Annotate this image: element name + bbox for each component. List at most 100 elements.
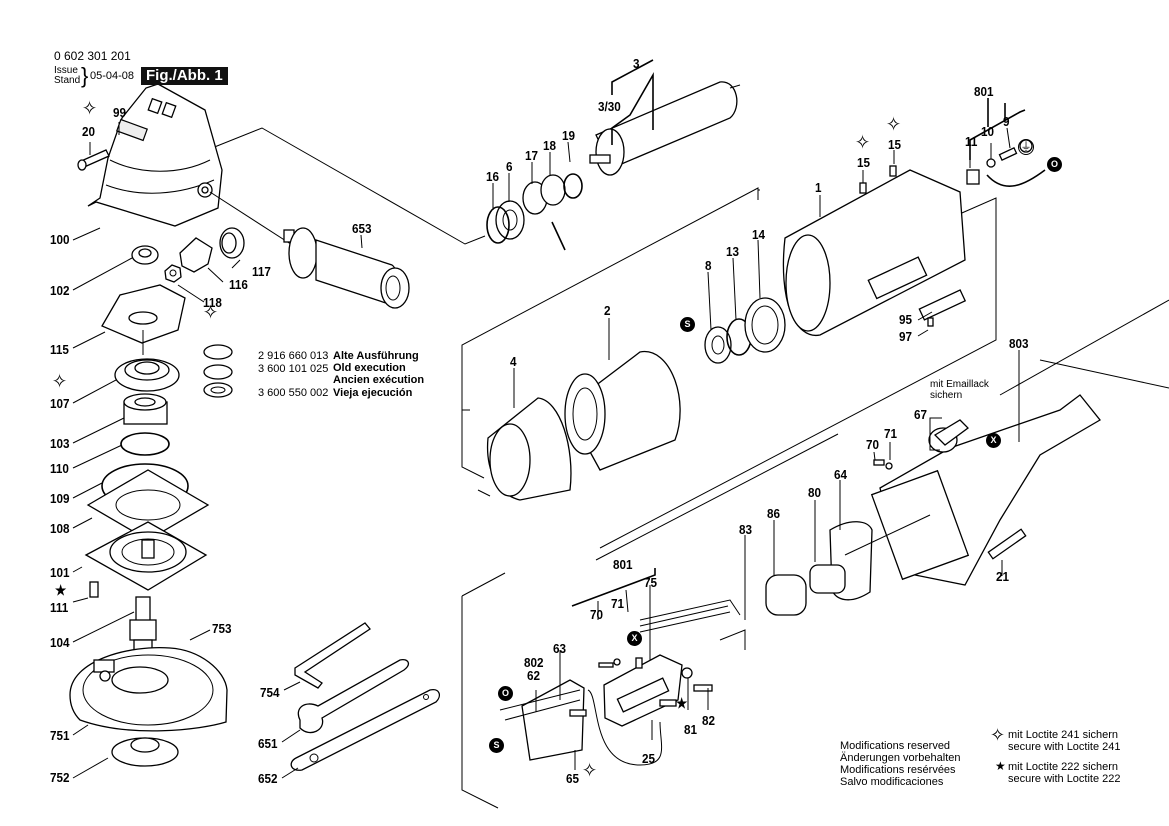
loctite-241-note: secure with Loctite 241: [1008, 741, 1121, 753]
old-execution-label: Old execution: [333, 362, 406, 374]
part-label-95: 95: [899, 312, 913, 327]
part-label-15a: 15: [857, 155, 871, 170]
part-label-116: 116: [229, 277, 248, 292]
modifications-note: Modifications resérvées: [840, 764, 956, 776]
part-label-751: 751: [50, 728, 70, 743]
part-label-70-lower: 70: [590, 607, 604, 622]
part-label-10: 10: [981, 124, 995, 139]
modifications-note: Änderungen vorbehalten: [840, 752, 961, 764]
marker-o-icon: O: [498, 686, 513, 701]
bearing-stack: [114, 358, 180, 456]
part-label-81: 81: [684, 722, 698, 737]
switch-assembly-part-75: [499, 599, 746, 766]
part-label-80: 80: [808, 485, 822, 500]
part-number: 0 602 301 201: [54, 49, 131, 63]
part-label-86: 86: [767, 506, 781, 521]
part-label-67: 67: [914, 407, 928, 422]
part-label-65: 65: [566, 771, 580, 786]
part-label-16: 16: [486, 169, 500, 184]
field-winding-parts: [486, 297, 786, 501]
part-label-802: 802: [524, 655, 544, 670]
enamel-note: sichern: [930, 390, 963, 401]
part-label-63: 63: [553, 641, 567, 656]
part-label-99: 99: [113, 105, 127, 120]
marker-x-icon: X: [986, 433, 1001, 448]
old-execution-label: Alte Ausführung: [333, 350, 419, 362]
ground-symbol-icon: ⏚: [1018, 139, 1034, 155]
part-label-17: 17: [525, 148, 539, 163]
part-label-1: 1: [815, 180, 822, 195]
part-label-4: 4: [510, 354, 517, 369]
loctite-241-note: mit Loctite 241 sichern: [1008, 729, 1119, 741]
old-part-number: 3 600 101 025: [258, 363, 329, 375]
four-point-star-icon: ✧: [82, 98, 98, 120]
old-execution-rings: [203, 344, 233, 398]
part-label-62: 62: [527, 668, 541, 683]
issue-label: Issue: [54, 65, 78, 76]
part-label-2: 2: [604, 303, 611, 318]
part-label-104: 104: [50, 635, 70, 650]
enamel-note: mit Emaillack: [930, 379, 989, 390]
marker-s-icon: S: [489, 738, 504, 753]
part-label-753: 753: [212, 621, 232, 636]
modifications-note: Salvo modificaciones: [840, 776, 944, 788]
part-label-110: 110: [50, 461, 69, 476]
part-label-75: 75: [644, 575, 658, 590]
part-label-21: 21: [996, 569, 1010, 584]
handle-housing-part-803: [765, 394, 1101, 616]
marker-x-icon: X: [627, 631, 642, 646]
old-part-number: 2 916 660 013: [258, 350, 329, 362]
part-label-118: 118: [203, 295, 222, 310]
part-label-652: 652: [258, 771, 278, 786]
part-label-71-upper: 71: [884, 426, 898, 441]
part-label-803: 803: [1009, 336, 1029, 351]
part-label-20: 20: [82, 124, 96, 139]
part-label-801-bottom: 801: [613, 557, 633, 572]
motor-housing-part-1: [782, 165, 967, 336]
solid-star-icon: ★: [995, 759, 1006, 773]
part-label-19: 19: [562, 128, 576, 143]
old-execution-label: Ancien exécution: [333, 374, 425, 386]
part-label-117: 117: [252, 264, 271, 279]
old-part-number: 3 600 550 002: [258, 387, 329, 399]
assembly-boundary-lines: [211, 127, 1169, 809]
part-label-25: 25: [642, 751, 656, 766]
gear-housing-part-100: [77, 83, 301, 251]
four-point-star-icon: ✧: [855, 132, 871, 154]
brace-symbol: }: [81, 63, 89, 88]
bevel-gear-part-115: [101, 284, 186, 355]
part-label-8: 8: [705, 258, 712, 273]
part-label-11: 11: [965, 134, 978, 149]
marker-o-icon: O: [1047, 157, 1062, 172]
part-label-651: 651: [258, 736, 278, 751]
part-label-801-top: 801: [974, 84, 994, 99]
part-label-83: 83: [739, 522, 753, 537]
part-label-15b: 15: [888, 137, 902, 152]
modifications-note: Modifications reserved: [840, 740, 951, 752]
part-label-9: 9: [1003, 114, 1010, 129]
small-bearing-parts: [131, 227, 245, 283]
four-point-star-icon: ✧: [990, 725, 1006, 745]
part-label-115: 115: [50, 342, 69, 357]
loctite-222-note: mit Loctite 222 sichern: [1008, 761, 1119, 773]
part-label-653: 653: [352, 221, 372, 236]
four-point-star-icon: ✧: [582, 760, 598, 782]
part-label-97: 97: [899, 329, 913, 344]
part-label-82: 82: [702, 713, 716, 728]
part-label-14: 14: [752, 227, 766, 242]
loctite-222-note: secure with Loctite 222: [1008, 773, 1121, 785]
four-point-star-icon: ✧: [203, 302, 219, 324]
old-execution-label: Vieja ejecución: [333, 387, 413, 399]
spindle-guard-assembly: [69, 596, 228, 767]
side-handle-part-653: [283, 227, 410, 309]
part-label-3: 3: [633, 56, 640, 71]
part-label-102: 102: [50, 283, 70, 298]
part-label-3-30: 3/30: [598, 99, 621, 114]
armature-part-3: [486, 81, 741, 251]
part-label-64: 64: [834, 467, 848, 482]
solid-star-icon: ★: [55, 582, 67, 598]
flange-assembly: [84, 463, 210, 598]
leader-lines: [72, 59, 1026, 779]
